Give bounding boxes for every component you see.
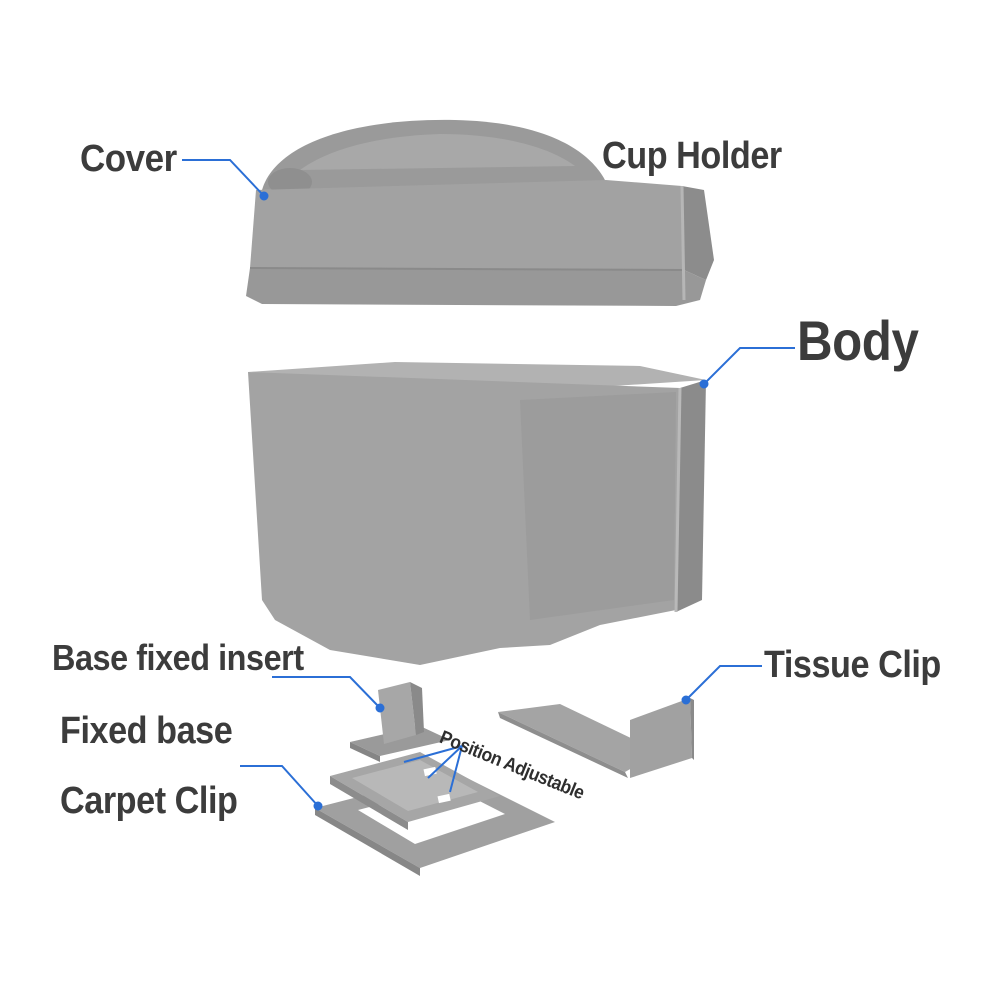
body-part xyxy=(248,362,706,665)
fixed-base-part xyxy=(315,752,555,876)
callout-line-tissue xyxy=(685,665,762,701)
cover-front-face xyxy=(250,180,684,270)
label-base-fixed-insert: Base fixed insert xyxy=(52,637,304,678)
callout-dot-cover xyxy=(259,191,269,201)
tissue-clip-wall-side xyxy=(690,698,694,760)
cover-part xyxy=(246,119,714,306)
fixed-base-frame-edge xyxy=(330,776,408,830)
callout-line-position-2 xyxy=(427,745,463,779)
body-shade xyxy=(520,392,676,620)
cover-vertical-edge xyxy=(680,185,686,301)
insert-post-side xyxy=(410,682,424,735)
callout-line-position-3 xyxy=(449,745,463,793)
label-body: Body xyxy=(797,309,919,372)
label-tissue-clip: Tissue Clip xyxy=(764,644,941,686)
callout-dot-body xyxy=(699,379,709,389)
label-carpet-clip: Carpet Clip xyxy=(60,780,238,822)
cover-skirt-edge xyxy=(249,267,685,271)
insert-plate xyxy=(350,726,450,756)
callout-dot-carpet xyxy=(313,801,323,811)
tissue-clip-base-edge xyxy=(498,712,628,778)
cover-skirt xyxy=(246,268,706,306)
base-fixed-insert-part xyxy=(350,682,450,762)
callout-line-cover xyxy=(182,159,265,197)
insert-post-front xyxy=(378,682,416,744)
callout-line-carpet xyxy=(240,765,319,807)
callout-line-body xyxy=(703,347,795,385)
body-side-face xyxy=(676,380,706,612)
cover-dome-highlight xyxy=(300,134,575,170)
callout-dot-tissue xyxy=(681,695,691,705)
callout-line-insert xyxy=(272,676,381,709)
insert-plate-edge xyxy=(350,742,380,762)
carpet-clip-edge xyxy=(315,808,420,876)
callout-lines xyxy=(182,159,795,811)
base-slot-2 xyxy=(437,793,451,804)
label-cover: Cover xyxy=(80,138,177,180)
body-corner-edge xyxy=(674,387,682,613)
tissue-clip-part xyxy=(498,698,694,778)
callout-dot-insert xyxy=(375,703,385,713)
body-inner-back xyxy=(248,362,706,392)
label-fixed-base: Fixed base xyxy=(60,710,233,752)
tissue-clip-base xyxy=(498,704,660,772)
cover-side-face xyxy=(682,186,714,280)
label-cup-holder: Cup Holder xyxy=(602,135,782,177)
tissue-clip-wall xyxy=(630,698,692,778)
callout-line-position-1 xyxy=(403,745,463,763)
